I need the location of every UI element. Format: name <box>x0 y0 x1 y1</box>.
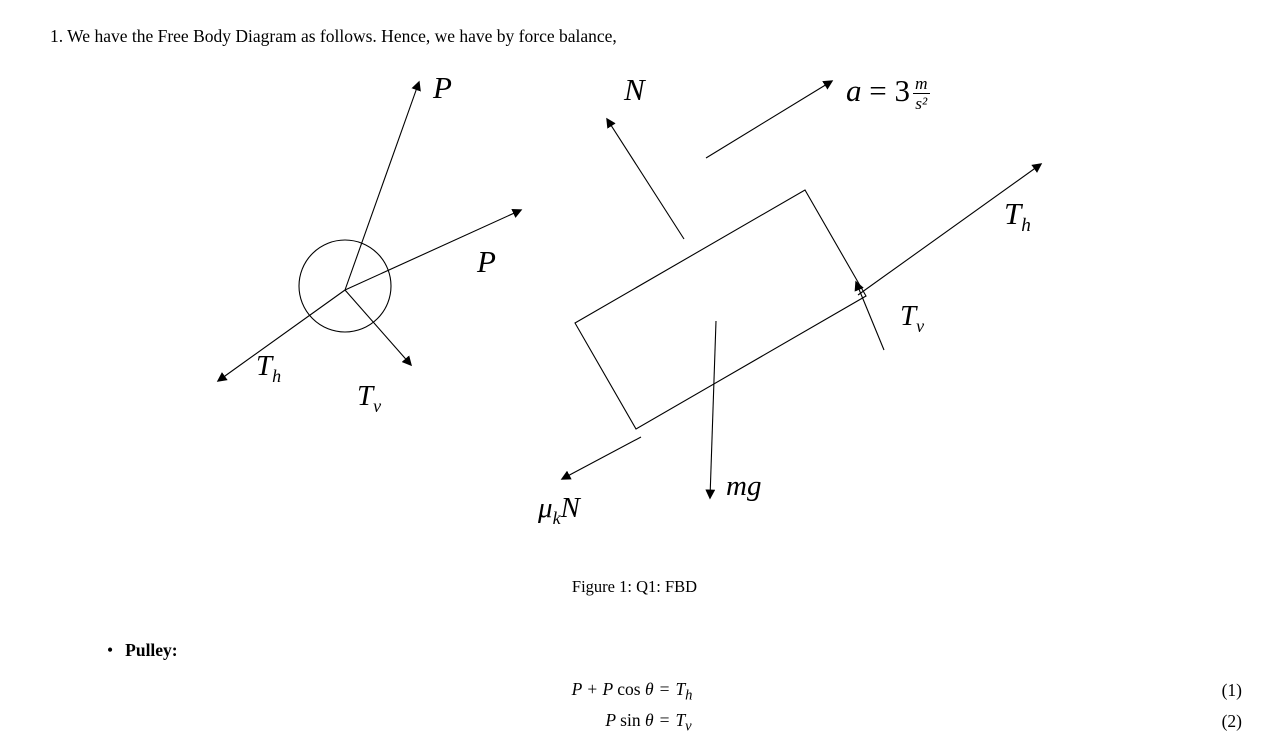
equation-1-rhs: Th <box>675 679 835 705</box>
fraction-numerator: m <box>912 74 930 95</box>
pulley-arrow-p-upper <box>344 80 421 291</box>
tv-subscript: v <box>916 315 925 336</box>
equation-2-rhs: Tv <box>675 710 835 736</box>
block-arrow-mukn <box>560 436 642 480</box>
equation-1-number: (1) <box>1221 680 1242 700</box>
eq1-function: cos <box>617 679 641 699</box>
equation-1-lhs: P + P cos θ <box>494 679 654 700</box>
mu-symbol: μ <box>538 492 553 524</box>
tv-subscript: v <box>373 395 382 416</box>
block-arrow-th <box>857 163 1043 296</box>
eq2-rhs-main: T <box>675 710 686 730</box>
th-subscript: h <box>272 365 282 386</box>
equation-2-body: P sin θ=Tv <box>60 710 1269 736</box>
eq2-rhs-subscript: v <box>685 718 692 735</box>
block-label-mukn: μkN <box>538 494 580 527</box>
pulley-arrow-tv <box>344 289 412 367</box>
th-subscript: h <box>1021 215 1031 237</box>
pulley-label-p-upper: P <box>433 70 452 105</box>
acceleration-variable: a <box>846 73 862 109</box>
tv-main: T <box>357 380 374 412</box>
fraction-denominator: s² <box>915 94 928 114</box>
block-label-mg: mg <box>726 470 762 502</box>
equation-2-number: (2) <box>1221 711 1242 731</box>
block-arrow-mg <box>705 320 717 500</box>
equation-1-body: P + P cos θ=Th <box>60 679 1269 705</box>
pulley-arrow-p-lower <box>344 208 523 291</box>
block-arrow-n <box>606 117 685 240</box>
eq2-equals-sign: = <box>659 710 670 730</box>
fbd-diagram <box>216 80 1043 500</box>
intro-text: 1. We have the Free Body Diagram as foll… <box>50 26 617 46</box>
equation-2: P sin θ=Tv (2) <box>0 710 1269 741</box>
figure-caption: Figure 1: Q1: FBD <box>571 577 698 596</box>
block-outline <box>574 189 867 430</box>
mu-subscript: k <box>552 507 561 528</box>
equation-block: P + P cos θ=Th (1) P sin θ=Tv (2) <box>0 679 1269 741</box>
block-arrow-tv <box>854 280 885 351</box>
eq2-function: sin <box>620 710 641 730</box>
pulley-arrow-th <box>216 289 346 382</box>
block-label-th: Th <box>1004 198 1031 235</box>
block-label-n: N <box>624 72 645 107</box>
eq1-rhs-subscript: h <box>685 687 693 704</box>
th-main: T <box>256 350 273 382</box>
equation-1: P + P cos θ=Th (1) <box>0 679 1269 710</box>
bullet-label: Pulley: <box>125 640 178 660</box>
eq2-lhs-angle: θ <box>640 710 654 730</box>
eq2-lhs-vars: P <box>605 710 621 730</box>
eq1-equals-sign: = <box>659 679 670 699</box>
acceleration-value: = 3 <box>861 73 910 109</box>
equation-2-lhs: P sin θ <box>494 710 654 731</box>
tv-main: T <box>900 300 917 332</box>
bullet-marker: • <box>107 640 114 660</box>
eq1-lhs-angle: θ <box>640 679 654 699</box>
eq1-rhs-main: T <box>675 679 686 699</box>
eq1-lhs-vars: P + P <box>571 679 618 699</box>
pulley-circle <box>298 239 392 333</box>
th-main: T <box>1004 196 1022 231</box>
block-label-tv: Tv <box>900 302 924 335</box>
bullet-item-pulley: • Pulley: <box>107 640 178 661</box>
block-arrow-a <box>705 80 834 159</box>
pulley-label-tv: Tv <box>357 382 381 415</box>
normal-force-symbol: N <box>560 492 580 524</box>
pulley-label-p-lower: P <box>477 244 496 279</box>
pulley-label-th: Th <box>256 352 281 385</box>
